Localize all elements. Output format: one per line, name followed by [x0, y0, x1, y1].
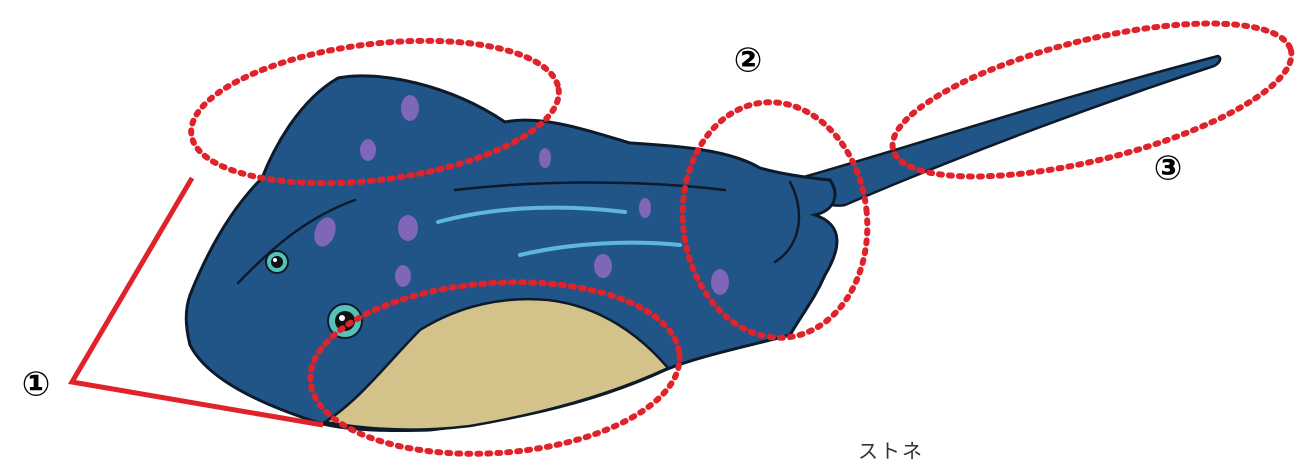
callout-label-2: ② — [734, 41, 763, 81]
callout-label-3: ③ — [1154, 149, 1183, 189]
callout-label-1: ① — [22, 365, 51, 405]
footer-text: ストネ — [858, 441, 924, 461]
eye-small — [266, 251, 288, 273]
